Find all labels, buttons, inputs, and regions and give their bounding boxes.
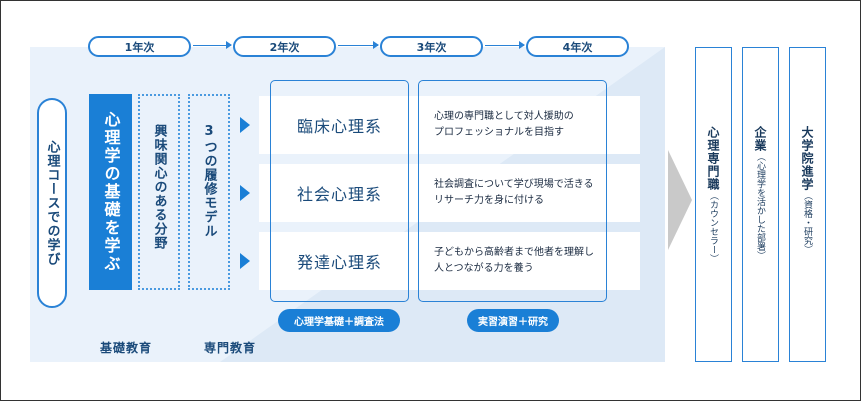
year-1-pill: 1年次 — [88, 36, 191, 57]
practice-research-pill: 実習演習＋研究 — [467, 309, 559, 332]
career-main: 心理専門職 — [706, 126, 720, 191]
track-description-line: 心理の専門職として対人援助の — [434, 111, 574, 122]
track-description: 心理の専門職として対人援助の プロフェッショナルを目指す — [434, 96, 634, 154]
track-description-line: プロフェッショナルを目指す — [434, 127, 564, 138]
track-descriptions-outline — [418, 80, 607, 302]
track-row-clinical — [259, 96, 640, 154]
track-row-developmental — [259, 232, 640, 290]
track-description-line: リサーチ力を身に付ける — [434, 195, 544, 206]
career-company: 企業（心理学を活かした部署） — [742, 47, 779, 362]
career-sub: （心理学を活かした部署） — [755, 152, 765, 260]
track-description: 社会調査について学び現場で活きる リサーチ力を身に付ける — [434, 164, 634, 222]
career-text: 心理専門職（カウンセラー） — [704, 126, 723, 263]
track-row-social — [259, 164, 640, 222]
specialized-education-label: 専門教育 — [204, 341, 257, 355]
interest-fields-block: 興味関心のある分野 — [138, 94, 180, 290]
career-arrow-icon — [668, 150, 692, 250]
three-models-block: 3つの履修モデル — [188, 94, 230, 290]
track-description: 子どもから高齢者まで他者を理解し 人とつながる力を養う — [434, 232, 634, 290]
career-sub: （カウンセラー） — [708, 191, 718, 263]
year-2-pill: 2年次 — [233, 36, 336, 57]
career-sub: （資格・研究） — [802, 191, 812, 254]
track-description-line: 社会調査について学び現場で活きる — [434, 179, 594, 190]
career-graduate-school: 大学院進学（資格・研究） — [789, 47, 826, 362]
play-arrow-icon — [240, 185, 250, 201]
career-text: 大学院進学（資格・研究） — [798, 126, 817, 254]
interest-fields-text: 興味関心のある分野 — [151, 124, 167, 250]
year-arrow-1 — [193, 41, 232, 49]
basics-text: 心理学の基礎を学ぶ — [101, 111, 121, 273]
year-arrow-2 — [338, 41, 379, 49]
track-description-line: 子どもから高齢者まで他者を理解し — [434, 247, 594, 258]
foundation-research-pill: 心理学基礎＋調査法 — [278, 309, 400, 332]
year-3-pill: 3年次 — [380, 36, 483, 57]
basics-block: 心理学の基礎を学ぶ — [89, 94, 132, 290]
career-main: 企業 — [753, 126, 767, 152]
track-names-outline — [270, 80, 409, 302]
three-models-text: 3つの履修モデル — [201, 124, 217, 238]
basic-education-label: 基礎教育 — [100, 341, 153, 355]
play-arrow-icon — [240, 117, 250, 133]
career-main: 大学院進学 — [800, 126, 814, 191]
track-name: 発達心理系 — [296, 253, 382, 272]
track-name: 臨床心理系 — [296, 117, 382, 136]
course-label: 心理コースでの学び — [37, 98, 67, 308]
track-description-line: 人とつながる力を養う — [434, 263, 534, 274]
play-arrow-icon — [240, 253, 250, 269]
track-name: 社会心理系 — [296, 185, 382, 204]
career-psych-professional: 心理専門職（カウンセラー） — [695, 47, 732, 362]
course-label-text: 心理コースでの学び — [44, 140, 60, 266]
year-arrow-3 — [485, 41, 525, 49]
career-text: 企業（心理学を活かした部署） — [751, 126, 770, 260]
year-4-pill: 4年次 — [526, 36, 629, 57]
